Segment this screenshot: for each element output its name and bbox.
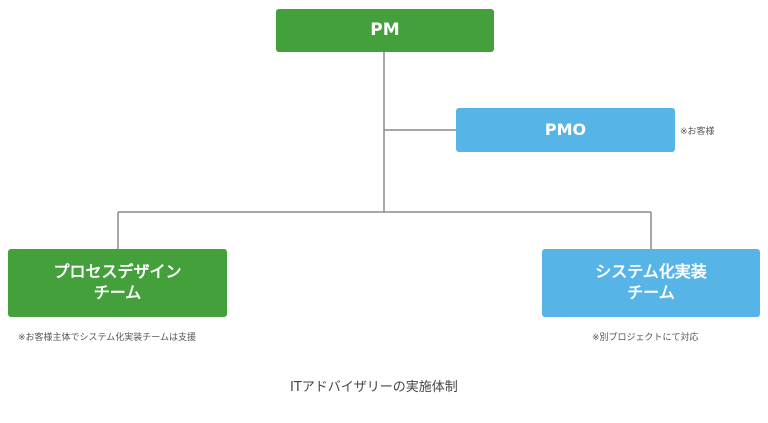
pm-box: PM bbox=[276, 9, 494, 52]
process-team-label-line2: チーム bbox=[93, 283, 142, 302]
pm-label: PM bbox=[370, 20, 400, 41]
system-team-note: ※別プロジェクトにて対応 bbox=[592, 333, 699, 343]
system-team-label-line2: チーム bbox=[627, 283, 675, 302]
process-team-box: プロセスデザイン チーム bbox=[8, 249, 227, 317]
diagram-caption: ITアドバイザリーの実施体制 bbox=[290, 380, 458, 395]
pmo-box: PMO bbox=[456, 108, 675, 152]
system-team-label-line1: システム化実装 bbox=[595, 262, 707, 282]
pmo-label: PMO bbox=[544, 119, 587, 139]
pmo-note: ※お客様 bbox=[680, 127, 715, 137]
process-team-label-line1: プロセスデザイン bbox=[53, 262, 182, 282]
process-team-note: ※お客様主体でシステム化実装チームは支援 bbox=[18, 333, 197, 343]
system-team-box: システム化実装 チーム bbox=[542, 249, 760, 317]
